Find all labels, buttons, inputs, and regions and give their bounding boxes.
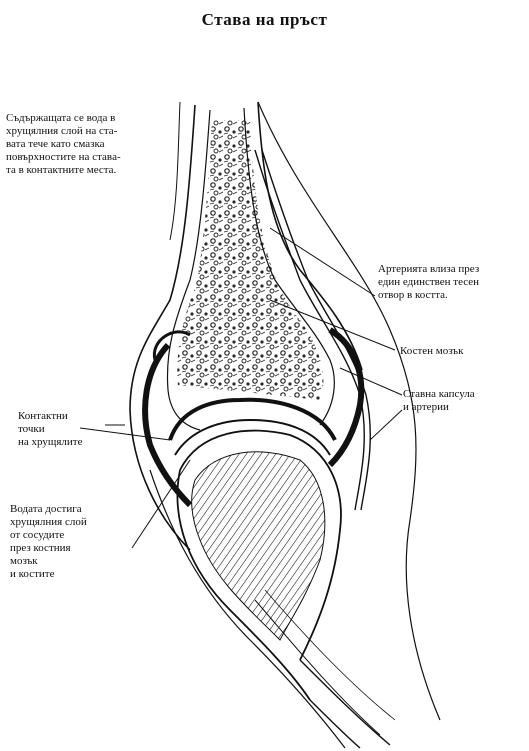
soft-tissue xyxy=(150,102,440,748)
label-artery: Артерията влиза през един единствен тесе… xyxy=(378,263,518,302)
label-water-reach: Водата достига хрущялния слой от сосудит… xyxy=(10,503,130,581)
label-bone-marrow: Костен мозък xyxy=(400,345,510,358)
label-contact-points: Контактни точки на хрущялите xyxy=(18,410,108,449)
label-joint-capsule: Ставна капсула и артерии xyxy=(403,388,523,414)
label-water-lubrication: Съдържащата се вода в хрущялния слой на … xyxy=(6,112,181,177)
lower-bone xyxy=(177,431,395,748)
